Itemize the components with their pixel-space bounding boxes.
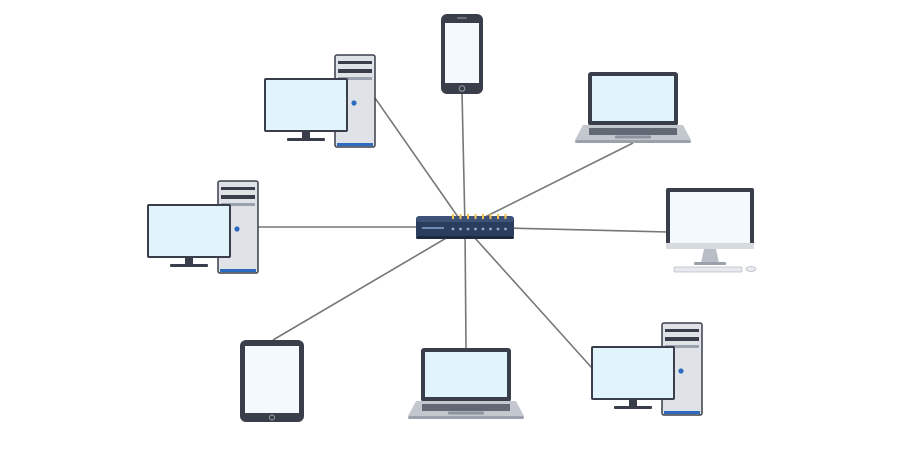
cable-desktop-tower-bottom-right <box>464 226 593 369</box>
switch-port <box>504 227 507 231</box>
cable-tablet-bottom-left <box>272 226 466 341</box>
cable-smartphone-top <box>461 91 466 228</box>
network-switch-icon <box>416 214 514 239</box>
switch-led <box>474 214 477 219</box>
cable-laptop-top-right <box>464 142 634 228</box>
cable-desktop-tower-top-left <box>374 97 466 228</box>
laptop-bottom-laptop-icon <box>408 348 524 419</box>
smartphone-top-smartphone-icon <box>441 14 483 94</box>
cable-laptop-bottom <box>464 226 467 349</box>
laptop-top-right-laptop-icon <box>575 72 691 143</box>
switch-port <box>474 227 477 231</box>
switch-led <box>489 214 492 219</box>
switch-port <box>496 227 500 231</box>
switch-led <box>452 214 454 219</box>
desktop-tower-top-left-desktop-tower-icon <box>264 54 376 148</box>
switch-port <box>451 227 455 231</box>
switch-port <box>459 227 462 231</box>
switch-port <box>481 227 485 231</box>
switch-led <box>467 214 469 219</box>
switch-led <box>459 214 462 219</box>
switch-led <box>504 214 507 219</box>
switch-port <box>466 227 470 231</box>
desktop-tower-left-desktop-tower-icon <box>147 180 259 274</box>
tablet-bottom-left-tablet-icon <box>240 340 304 422</box>
switch-led <box>497 214 499 219</box>
switch-led <box>482 214 484 219</box>
desktop-tower-bottom-right-desktop-tower-icon <box>591 322 703 416</box>
all-in-one-right-all-in-one-icon <box>666 188 757 273</box>
switch-port <box>489 227 492 231</box>
devices <box>147 14 757 422</box>
